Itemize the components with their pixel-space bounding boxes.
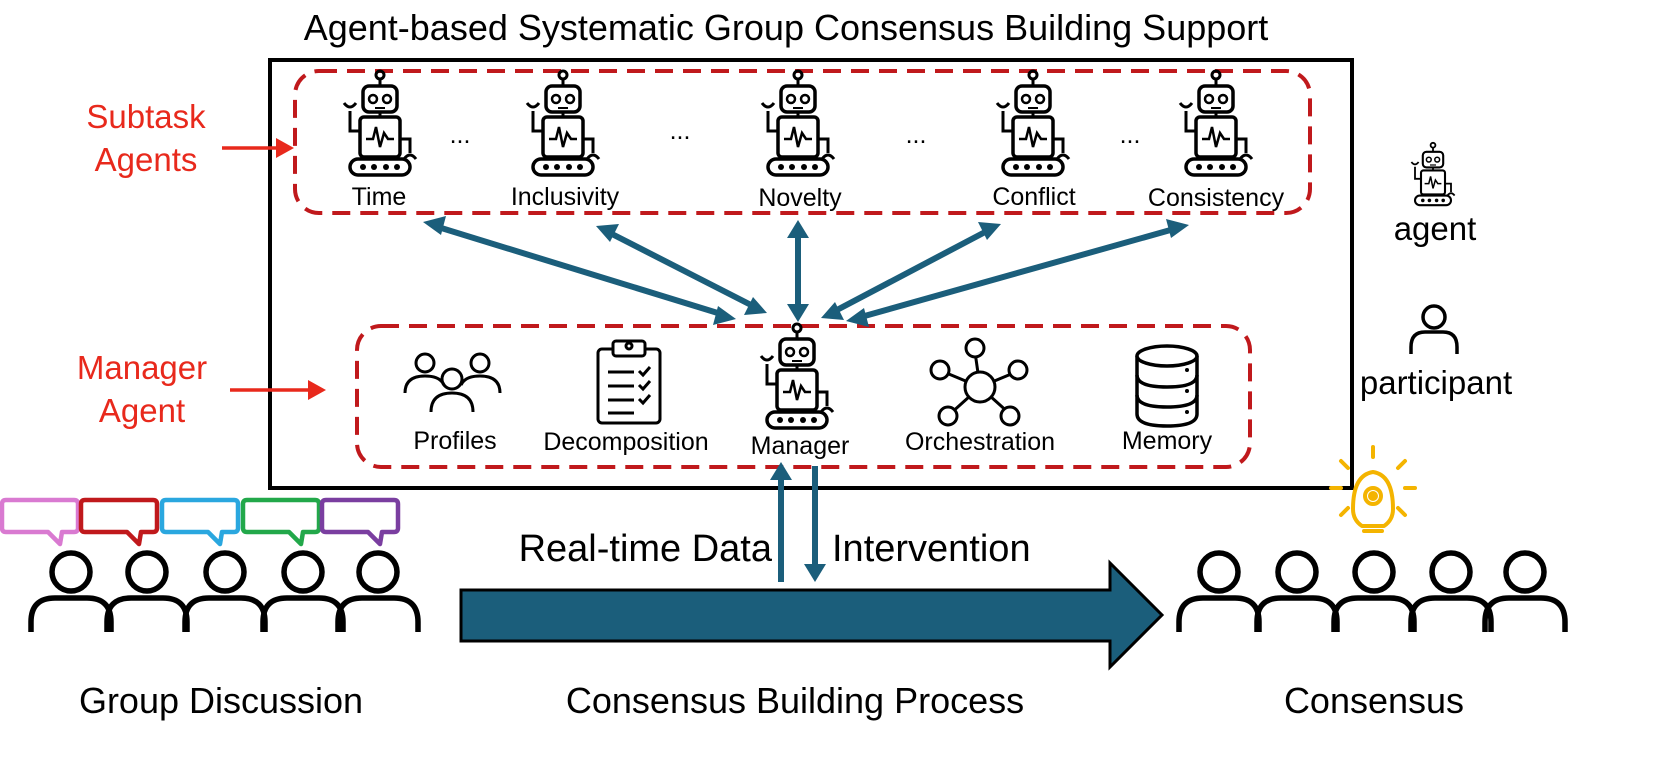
speech-bubble-icon: [81, 500, 157, 544]
intervention-label: Intervention: [832, 528, 1031, 570]
legend-participant-label: participant: [1360, 364, 1512, 401]
consensus-label: Consensus: [1284, 680, 1464, 721]
legend-participant: participant: [1360, 304, 1512, 401]
component-label-orchestration: Orchestration: [905, 428, 1055, 456]
person-icon: [1257, 553, 1337, 632]
realtime-data-arrow: [770, 462, 792, 582]
subtask-label-line1: Subtask: [86, 98, 206, 135]
robot-icon: [760, 69, 836, 177]
ellipsis-1: ...: [450, 121, 471, 149]
subtask-agents-container: [293, 69, 1312, 215]
robot-icon: [1410, 141, 1456, 207]
arrow-conflict: [821, 222, 1001, 320]
consensus-group: Consensus: [1179, 445, 1565, 721]
manager-label-line2: Agent: [99, 392, 185, 429]
component-label-manager: Manager: [751, 432, 850, 460]
speech-bubble-icon: [162, 500, 238, 544]
person-icon: [1485, 553, 1565, 632]
group-discussion: Group Discussion: [2, 500, 418, 721]
ellipsis-2: ...: [670, 117, 691, 145]
component-manager: Manager: [751, 322, 850, 460]
legend-agent-label: agent: [1394, 210, 1477, 247]
subtask-agent-novelty: Novelty: [758, 69, 842, 212]
person-icon: [31, 553, 111, 632]
profiles-icon: [403, 352, 502, 413]
robot-icon: [1178, 69, 1254, 177]
subtask-agents-label: Subtask Agents: [86, 98, 206, 178]
component-profiles: Profiles: [403, 352, 502, 455]
subtask-pointer-arrow: [222, 138, 294, 158]
agent-label-time: Time: [352, 183, 407, 211]
speech-bubble-icon: [322, 500, 398, 544]
manager-agent-label: Manager Agent: [77, 349, 207, 429]
clipboard-checklist-icon: [596, 339, 662, 425]
intervention-arrow: [804, 466, 826, 582]
system-frame: [268, 58, 1354, 490]
agent-label-novelty: Novelty: [758, 184, 842, 212]
network-hub-icon: [929, 337, 1029, 427]
agent-label-consistency: Consistency: [1148, 184, 1285, 212]
component-label-memory: Memory: [1122, 427, 1213, 455]
person-icon: [107, 553, 187, 632]
component-decomposition: Decomposition: [543, 339, 709, 456]
person-icon: [1409, 304, 1459, 356]
agent-label-conflict: Conflict: [992, 183, 1075, 211]
subtask-agent-inclusivity: Inclusivity: [511, 69, 620, 211]
robot-icon: [525, 69, 601, 177]
arrow-inclusivity: [596, 224, 767, 315]
subtask-agent-conflict: Conflict: [992, 69, 1076, 211]
manager-subtask-arrows: [423, 216, 1189, 327]
speech-bubble-icon: [2, 500, 78, 544]
legend-agent: agent: [1394, 141, 1477, 247]
person-icon: [185, 553, 265, 632]
person-icon: [1411, 553, 1491, 632]
arrow-consistency: [846, 219, 1189, 327]
robot-icon: [342, 69, 418, 177]
component-orchestration: Orchestration: [905, 337, 1055, 456]
group-discussion-label: Group Discussion: [79, 680, 363, 721]
manager-label-line1: Manager: [77, 349, 207, 386]
database-icon: [1135, 344, 1199, 428]
diagram-title: Agent-based Systematic Group Consensus B…: [304, 7, 1269, 48]
robot-icon: [995, 69, 1071, 177]
ellipsis-4: ...: [1120, 121, 1141, 149]
person-icon: [338, 553, 418, 632]
robot-icon: [759, 322, 835, 430]
speech-bubble-icon: [243, 500, 319, 544]
component-memory: Memory: [1122, 344, 1213, 455]
realtime-data-label: Real-time Data: [519, 528, 773, 570]
subtask-agent-consistency: Consistency: [1148, 69, 1285, 212]
person-icon: [1334, 553, 1414, 632]
arrow-novelty: [787, 220, 809, 322]
lightbulb-gear-icon: [1329, 445, 1417, 533]
subtask-agent-time: Time: [342, 69, 418, 211]
component-label-profiles: Profiles: [413, 427, 496, 455]
person-icon: [263, 553, 343, 632]
subtask-label-line2: Agents: [95, 141, 198, 178]
agent-label-inclusivity: Inclusivity: [511, 183, 620, 211]
component-label-decomposition: Decomposition: [543, 428, 708, 456]
person-icon: [1179, 553, 1259, 632]
manager-pointer-arrow: [230, 380, 326, 400]
process-label: Consensus Building Process: [566, 680, 1024, 721]
manager-agent-container: [355, 324, 1252, 469]
legend: agent participant: [1360, 141, 1512, 401]
ellipsis-3: ...: [906, 121, 927, 149]
arrow-time: [423, 216, 736, 325]
consensus-process-arrow: [459, 559, 1165, 671]
